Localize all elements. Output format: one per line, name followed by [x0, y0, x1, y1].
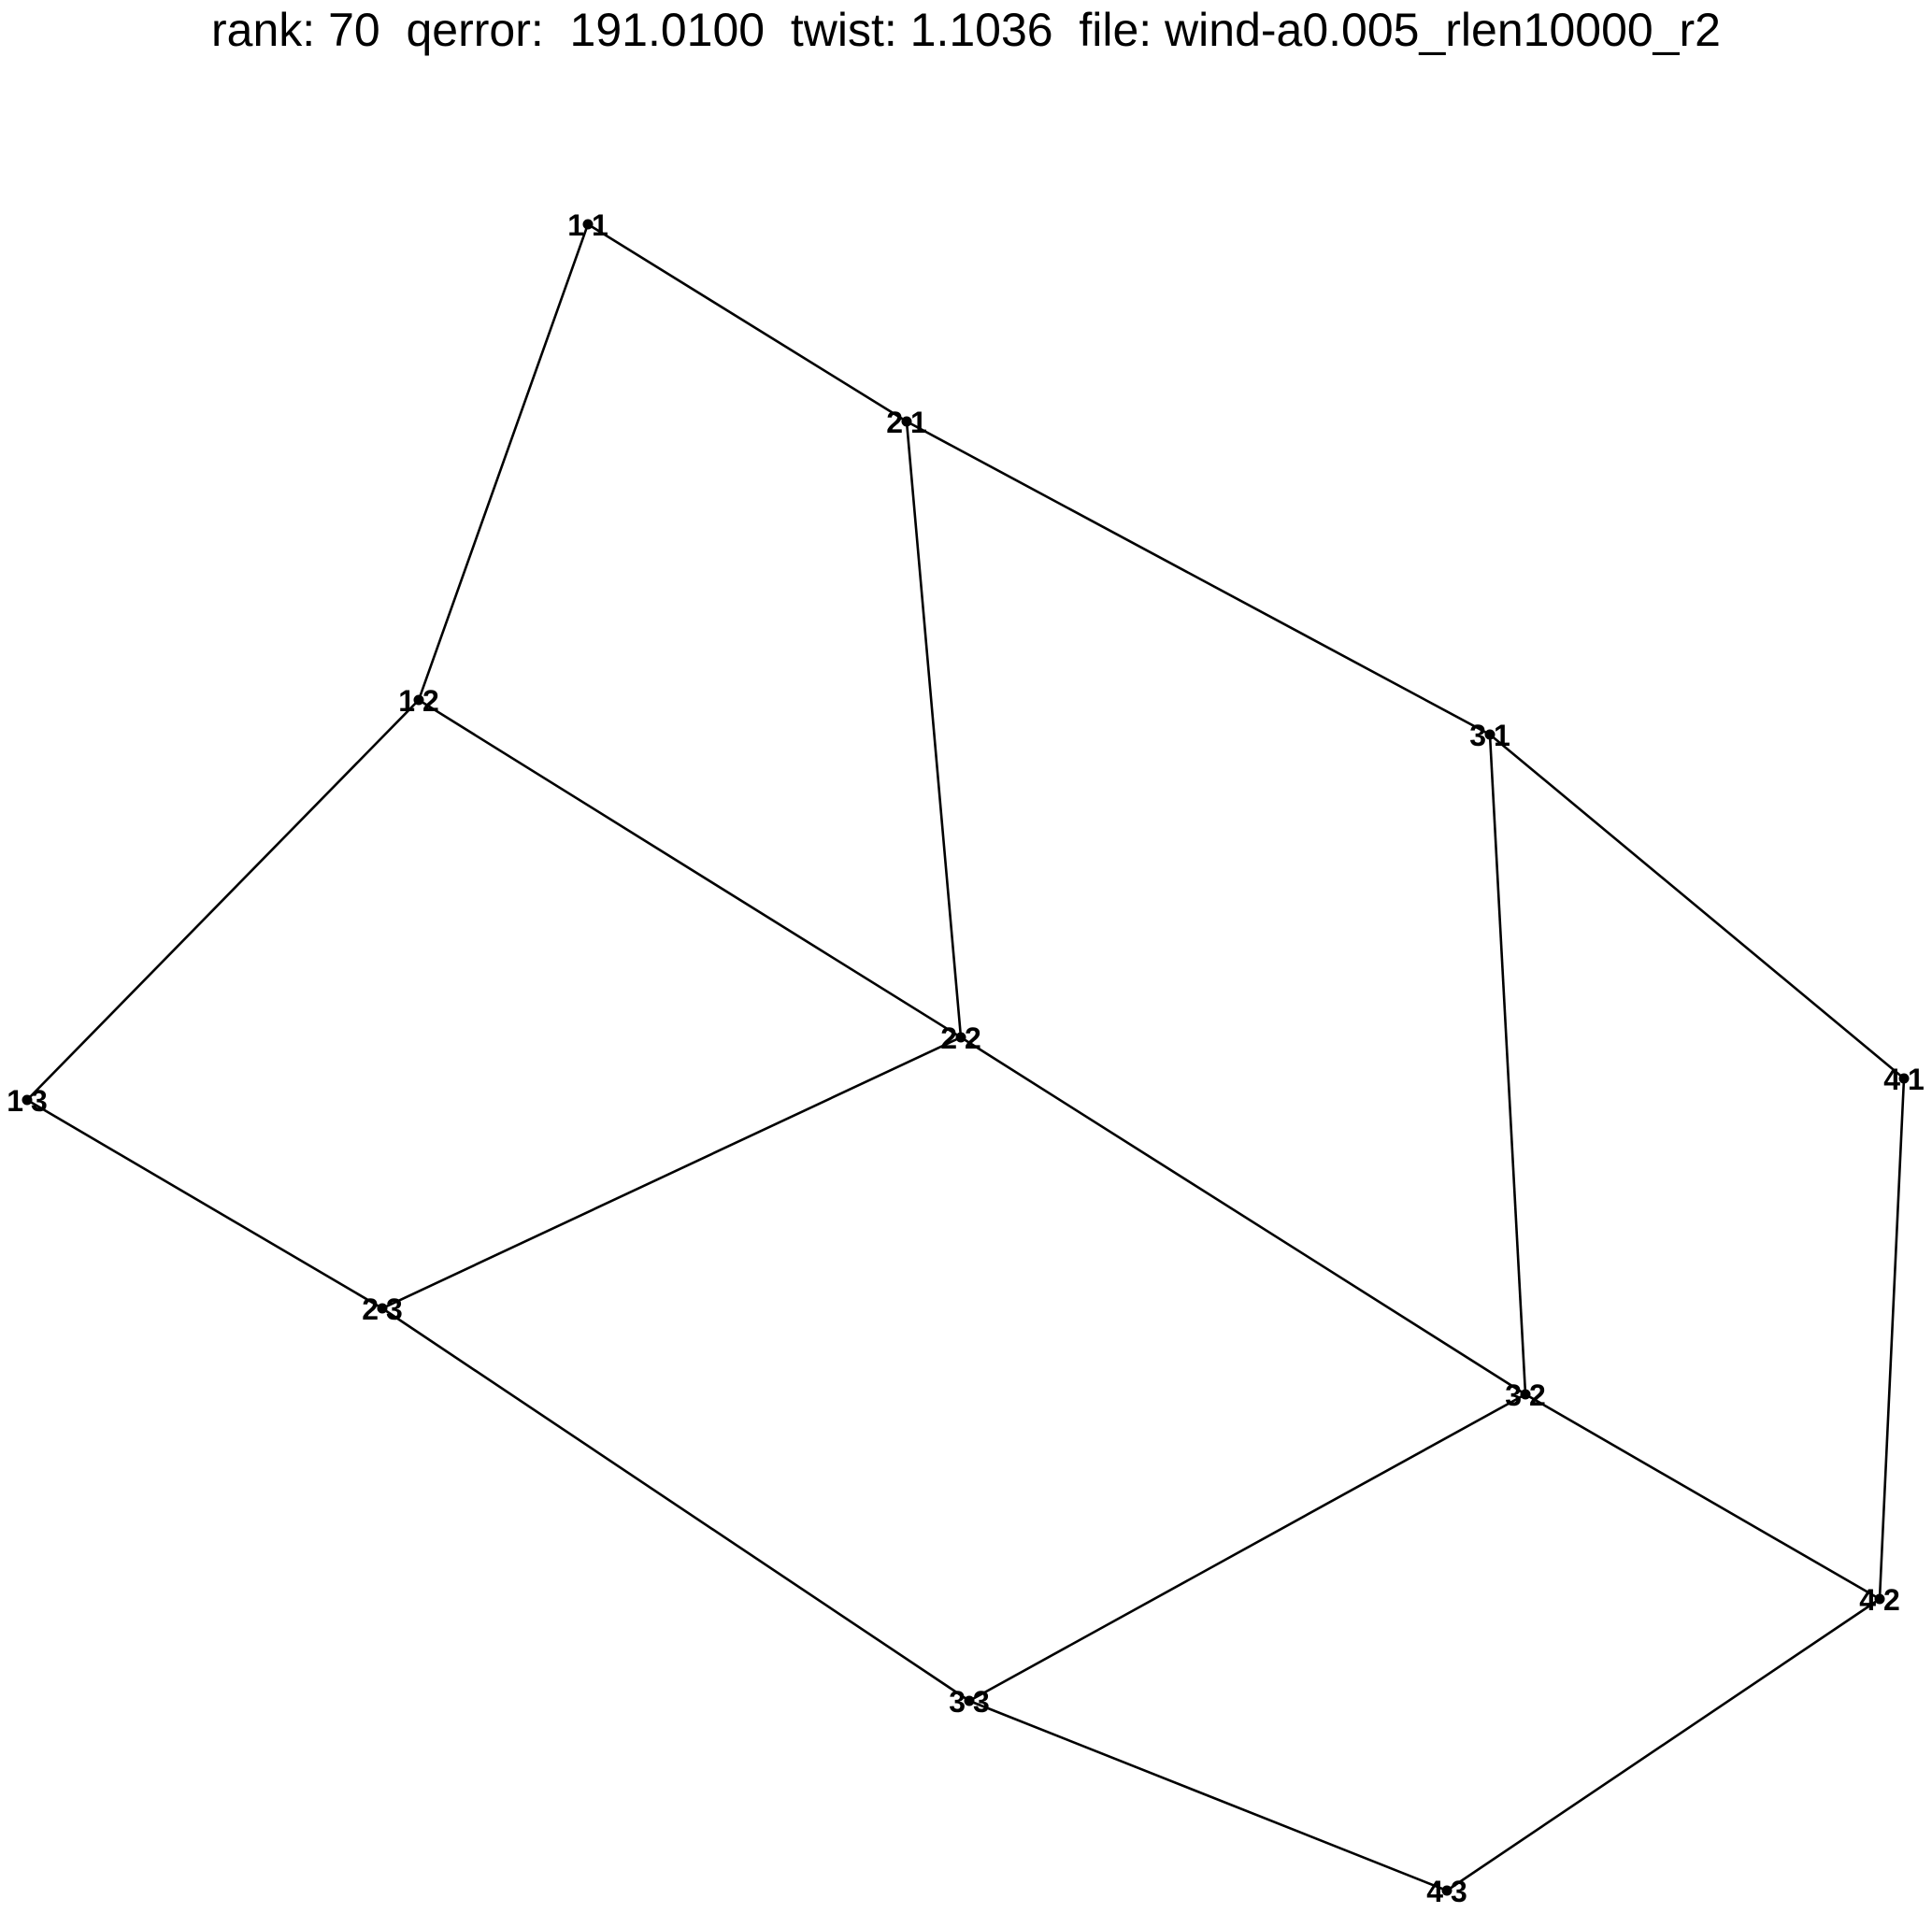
node-1-1-right-label: 1: [592, 208, 608, 242]
edge-1-1-to-1-2: [417, 223, 590, 701]
node-1-2-dot: [413, 694, 424, 706]
node-4-3-left-label: 4: [1426, 1875, 1443, 1908]
node-4-1-left-label: 4: [1883, 1063, 1900, 1096]
edge-3-1-to-3-2: [1488, 734, 1527, 1395]
edge-2-2-to-2-3: [381, 1035, 962, 1310]
edge-3-2-to-4-2: [1524, 1392, 1881, 1601]
node-1-3-dot: [21, 1094, 33, 1106]
node-2-2-left-label: 2: [940, 1021, 957, 1055]
node-2-2-dot: [955, 1032, 966, 1043]
node-3-2-left-label: 3: [1505, 1378, 1522, 1412]
node-3-3-dot: [964, 1695, 975, 1706]
node-2-3-dot: [377, 1303, 388, 1314]
node-2-2-right-label: 2: [965, 1021, 981, 1055]
node-2-3-left-label: 2: [362, 1292, 379, 1326]
node-3-2-dot: [1520, 1389, 1531, 1400]
node-1-1-left-label: 1: [567, 208, 584, 242]
edge-1-3-to-2-3: [26, 1098, 383, 1310]
node-4-2-dot: [1874, 1593, 1885, 1605]
node-4-1-dot: [1898, 1073, 1910, 1084]
node-3-1-left-label: 3: [1469, 719, 1486, 752]
node-3-2-right-label: 2: [1529, 1378, 1546, 1412]
edge-1-1-to-2-1: [587, 222, 908, 423]
edge-2-2-to-3-2: [960, 1035, 1526, 1396]
node-1-3-right-label: 3: [31, 1084, 48, 1118]
edge-2-1-to-2-2: [905, 421, 963, 1038]
edges-layer: [26, 222, 1906, 1892]
edge-1-2-to-1-3: [26, 699, 420, 1101]
node-4-1-right-label: 1: [1908, 1063, 1925, 1096]
edge-2-3-to-3-3: [381, 1306, 970, 1703]
node-3-3-right-label: 3: [973, 1685, 990, 1719]
edge-3-3-to-4-3: [968, 1699, 1448, 1892]
node-4-2-left-label: 4: [1859, 1583, 1876, 1617]
node-4-3-right-label: 3: [1451, 1875, 1467, 1908]
edge-3-2-to-3-3: [968, 1392, 1526, 1703]
node-2-1-dot: [901, 416, 912, 427]
node-1-2-right-label: 2: [422, 684, 439, 718]
edge-4-2-to-4-3: [1446, 1597, 1881, 1892]
node-1-1-dot: [582, 219, 594, 230]
node-2-1-right-label: 1: [910, 406, 927, 439]
node-3-1-dot: [1484, 729, 1496, 740]
node-2-3-right-label: 3: [386, 1292, 403, 1326]
node-2-1-left-label: 2: [886, 406, 903, 439]
graph-title: rank: 70 qerror: 191.0100 twist: 1.1036 …: [211, 4, 1721, 56]
node-3-1-right-label: 1: [1494, 719, 1510, 752]
edge-1-2-to-2-2: [418, 698, 962, 1039]
edge-2-1-to-3-1: [906, 420, 1491, 736]
node-3-3-left-label: 3: [949, 1685, 966, 1719]
node-1-3-left-label: 1: [7, 1084, 23, 1118]
node-1-2-left-label: 1: [398, 684, 415, 718]
node-4-2-right-label: 2: [1883, 1583, 1900, 1617]
edge-4-1-to-4-2: [1878, 1078, 1906, 1600]
edge-3-1-to-4-1: [1489, 734, 1905, 1079]
node-4-3-dot: [1441, 1885, 1453, 1896]
